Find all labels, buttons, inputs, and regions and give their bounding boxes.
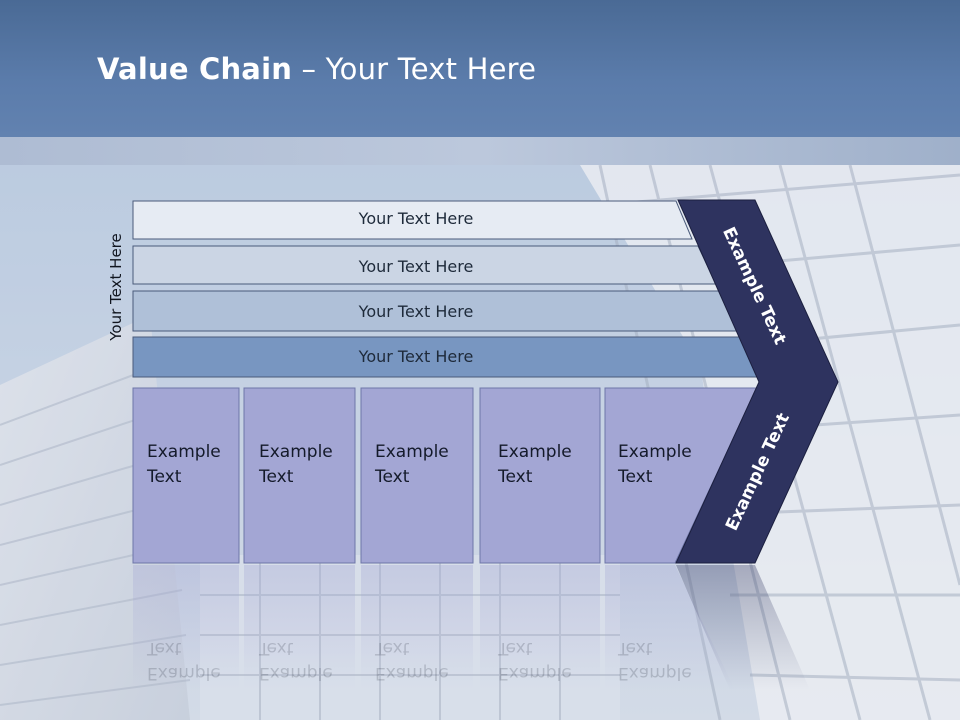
column-3-text-reflection: Example Text: [375, 635, 449, 685]
column-5-line1: Example: [618, 442, 692, 462]
column-2-text-reflection: Example Text: [259, 635, 333, 685]
column-2-line1: Example: [259, 442, 333, 462]
column-5-line2: Text: [618, 467, 653, 487]
title-rest: – Your Text Here: [292, 52, 537, 86]
side-label: Your Text Here: [107, 233, 125, 341]
column-5-text: Example Text: [618, 440, 692, 490]
background-buildings-image: [0, 165, 960, 720]
page-title: Value Chain – Your Text Here: [97, 52, 536, 86]
column-5-text-reflection: Example Text: [618, 635, 692, 685]
title-bold: Value Chain: [97, 52, 293, 86]
column-1-reflection-line1: Example: [147, 663, 221, 683]
column-4-reflection-line1: Example: [498, 663, 572, 683]
column-3-line2: Text: [375, 467, 410, 487]
bar-4-label: Your Text Here: [358, 347, 474, 366]
column-2-reflection-line2: Text: [259, 638, 294, 658]
column-5-reflection-line2: Text: [618, 638, 653, 658]
column-2-text: Example Text: [259, 440, 333, 490]
bar-2-label: Your Text Here: [358, 257, 474, 276]
column-1-text-reflection: Example Text: [147, 635, 221, 685]
column-2-line2: Text: [259, 467, 294, 487]
column-3-reflection-line1: Example: [375, 663, 449, 683]
column-4-text-reflection: Example Text: [498, 635, 572, 685]
header-band: [0, 0, 960, 137]
column-4-reflection-line2: Text: [498, 638, 533, 658]
column-1-line1: Example: [147, 442, 221, 462]
column-4-line1: Example: [498, 442, 572, 462]
column-5-reflection-line1: Example: [618, 663, 692, 683]
column-1-reflection-line2: Text: [147, 638, 182, 658]
column-1-line2: Text: [147, 467, 182, 487]
column-3-reflection-line2: Text: [375, 638, 410, 658]
column-1-text: Example Text: [147, 440, 221, 490]
column-3-text: Example Text: [375, 440, 449, 490]
column-4-text: Example Text: [498, 440, 572, 490]
bar-1-label: Your Text Here: [358, 209, 474, 228]
column-2-reflection-line1: Example: [259, 663, 333, 683]
bar-3-label: Your Text Here: [358, 302, 474, 321]
column-3-line1: Example: [375, 442, 449, 462]
column-4-line2: Text: [498, 467, 533, 487]
header-subband: [0, 137, 960, 165]
